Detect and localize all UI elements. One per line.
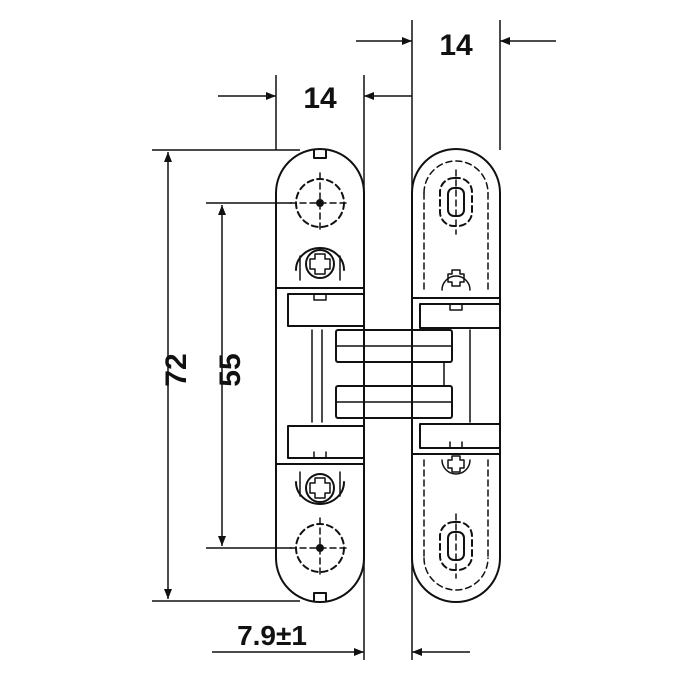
- dimension-hole-spacing: 55: [214, 353, 247, 386]
- right-bottom-small-screw: [441, 455, 471, 475]
- left-hinge-body: [275, 325, 323, 427]
- left-top-block: [275, 287, 365, 327]
- left-top-slot: [313, 149, 327, 159]
- right-bottom-block: [411, 423, 501, 455]
- left-bottom-block: [275, 425, 365, 465]
- left-top-adjust-screw: [295, 247, 345, 281]
- left-bottom-slot: [313, 592, 327, 602]
- dimension-offset: 7.9±1: [237, 620, 307, 651]
- dimension-lines: [152, 20, 556, 660]
- dimension-top-width: 14: [439, 29, 473, 62]
- hinge-linkage: [335, 329, 453, 419]
- right-hinge-leaf: [411, 148, 501, 603]
- right-bottom-slot-hole: [439, 513, 473, 579]
- right-hinge-body: [411, 327, 501, 425]
- left-top-hole: [289, 172, 351, 234]
- right-leaf-outline: [411, 148, 501, 603]
- dimension-overall-height: 72: [160, 353, 193, 386]
- left-hinge-leaf: [275, 148, 365, 603]
- dimension-mid-width: 14: [303, 82, 337, 115]
- left-bottom-adjust-screw: [295, 471, 345, 505]
- right-top-slot-hole: [439, 169, 473, 235]
- right-top-block: [411, 297, 501, 329]
- right-top-small-screw: [441, 269, 471, 291]
- left-bottom-hole: [289, 517, 351, 579]
